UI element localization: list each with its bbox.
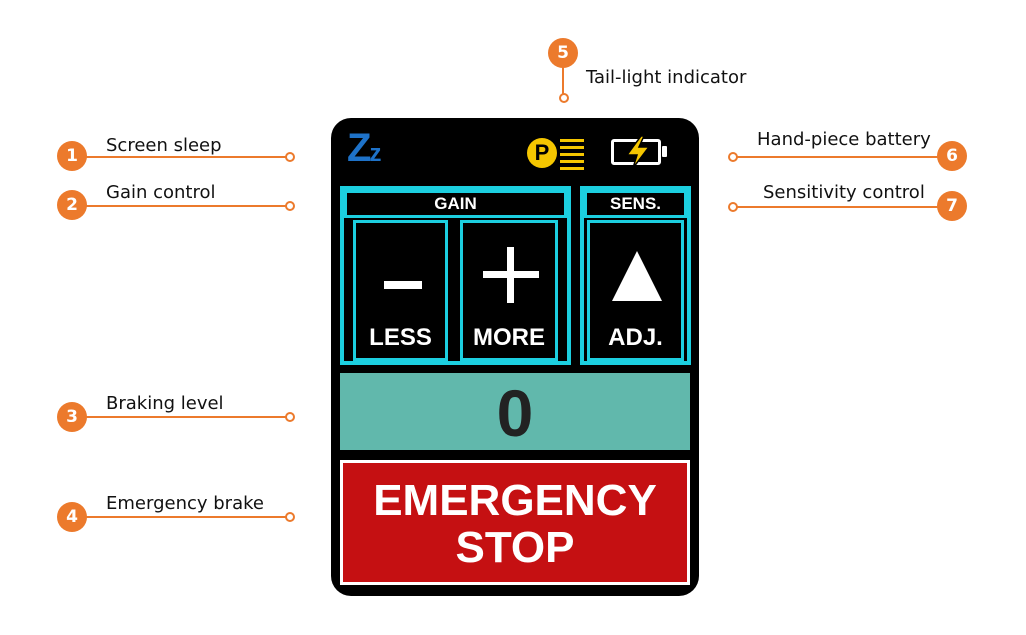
sens-title: SENS. [584, 190, 687, 218]
leader-line [737, 156, 942, 158]
leader-line [562, 66, 564, 94]
gain-less-button[interactable]: LESS [353, 220, 448, 361]
sens-adjust-button[interactable]: ADJ. [587, 220, 684, 361]
minus-icon [384, 281, 422, 289]
plus-icon [483, 247, 539, 303]
leader-line [85, 416, 288, 418]
gain-title: GAIN [344, 190, 567, 218]
callout-badge: 3 [57, 402, 87, 432]
callout-label: Gain control [106, 182, 216, 203]
callout-badge: 2 [57, 190, 87, 220]
less-label: LESS [369, 324, 432, 351]
callout-label: Tail-light indicator [586, 67, 747, 88]
leader-end [285, 152, 295, 162]
emergency-line2: STOP [455, 523, 575, 572]
callout-label: Sensitivity control [763, 182, 925, 203]
callout-label: Braking level [106, 393, 224, 414]
leader-line [85, 156, 288, 158]
screen-sleep-icon[interactable]: Zz [347, 126, 381, 170]
callout-badge: 4 [57, 502, 87, 532]
callout-label: Hand-piece battery [757, 129, 931, 150]
callout-badge: 7 [937, 191, 967, 221]
leader-line [85, 205, 288, 207]
braking-level-display: 0 [340, 373, 690, 450]
emergency-stop-button[interactable]: EMERGENCY STOP [340, 460, 690, 585]
tail-light-badge: P [527, 138, 557, 168]
callout-label: Emergency brake [106, 493, 264, 514]
leader-end [285, 201, 295, 211]
leader-line [85, 516, 288, 518]
emergency-line1: EMERGENCY [373, 476, 657, 525]
leader-end [285, 412, 295, 422]
more-label: MORE [473, 324, 545, 351]
callout-label: Screen sleep [106, 135, 222, 156]
triangle-up-icon [612, 251, 662, 301]
adj-label: ADJ. [608, 324, 663, 351]
charging-bolt-icon [625, 135, 651, 169]
leader-end [559, 93, 569, 103]
callout-badge: 1 [57, 141, 87, 171]
gain-more-button[interactable]: MORE [460, 220, 558, 361]
leader-end [285, 512, 295, 522]
callout-badge: 5 [548, 38, 578, 68]
callout-badge: 6 [937, 141, 967, 171]
leader-line [737, 206, 942, 208]
